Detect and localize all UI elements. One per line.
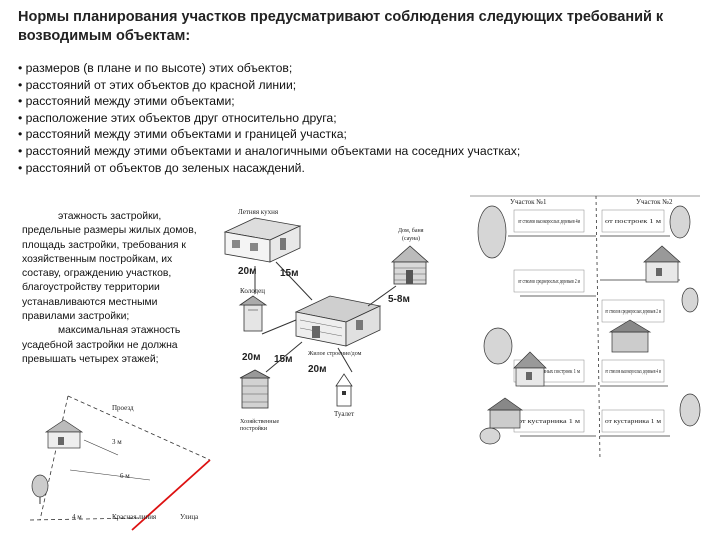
neighbor-plots-diagram: Участок №1 Участок №2 от стволов высокор… bbox=[470, 195, 701, 461]
house-icon bbox=[486, 245, 681, 429]
page-title: Нормы планирования участков предусматрив… bbox=[18, 9, 664, 44]
tree-icon bbox=[477, 205, 701, 445]
requirements-list: • размеров (в плане и по высоте) этих об… bbox=[18, 60, 708, 176]
plot2-label: Участок №2 bbox=[636, 198, 673, 206]
list-item: • расположение этих объектов друг относи… bbox=[18, 110, 337, 125]
left-notes: от стволов высокорослых деревьев 4м от с… bbox=[513, 209, 585, 433]
bathhouse-illustration bbox=[390, 245, 430, 285]
note-text: от построек 1 м bbox=[605, 219, 661, 225]
summer-kitchen-illustration bbox=[223, 217, 302, 263]
note-text: от кустарника 1 м bbox=[518, 419, 580, 425]
toilet-illustration bbox=[335, 373, 353, 407]
outbuilding-label-2: постройки bbox=[240, 425, 268, 432]
bathhouse-label-2: (сауна) bbox=[402, 235, 420, 242]
right-notes: от построек 1 м от стволов среднерослых … bbox=[601, 209, 665, 433]
list-item: • расстояний от объектов до зеленых наса… bbox=[18, 160, 305, 175]
bathhouse-label: Дом, баня bbox=[398, 227, 424, 234]
paragraph-part1: этажность застройки, предельные размеры … bbox=[22, 211, 197, 323]
note-text: от стволов высокорослых деревьев 4 м bbox=[605, 369, 661, 375]
note-text: от стволов высокорослых деревьев 4м bbox=[518, 219, 580, 225]
list-item: • расстояний между этими объектами и ана… bbox=[18, 143, 521, 158]
list-item: • расстояний между этими объектами и гра… bbox=[18, 127, 347, 142]
list-item: • размеров (в плане и по высоте) этих об… bbox=[18, 61, 293, 75]
well-label: Колодец bbox=[240, 287, 265, 295]
distance-label: 20м bbox=[308, 364, 327, 375]
house-label: Жилое строение/дом bbox=[308, 351, 362, 357]
note-text: от хозяйственных построек 1 м bbox=[518, 368, 580, 375]
distance-label: 4 м bbox=[72, 513, 82, 521]
list-item: • расстояний от этих объектов до красной… bbox=[18, 77, 297, 92]
list-item: • расстояний между этими объектами; bbox=[18, 94, 235, 109]
outbuilding-label: Хозяйственные bbox=[240, 418, 279, 425]
street-label: Улица bbox=[180, 513, 199, 521]
note-text: от стволов среднерослых деревьев 2 м bbox=[518, 279, 580, 285]
distance-label: 20м bbox=[242, 352, 261, 363]
distance-label: 15м bbox=[274, 354, 293, 365]
distance-label: 20м bbox=[238, 266, 257, 277]
well-illustration bbox=[238, 295, 268, 332]
distance-label: 5-8м bbox=[388, 294, 410, 305]
summer-kitchen-label: Летняя кухня bbox=[238, 208, 279, 216]
distance-label: 15м bbox=[280, 268, 299, 279]
outbuilding-illustration bbox=[239, 369, 271, 409]
passage-label: Проезд bbox=[112, 404, 134, 412]
distance-label: 3 м bbox=[112, 438, 122, 446]
toilet-label: Туалет bbox=[334, 410, 354, 418]
main-house-illustration bbox=[294, 295, 382, 347]
note-text: от кустарника 1 м bbox=[605, 419, 661, 425]
red-line-label: Красная линия bbox=[112, 513, 157, 521]
distance-arrows bbox=[508, 235, 680, 437]
rules-paragraph: этажность застройки, предельные размеры … bbox=[22, 210, 212, 367]
building-distance-diagram: Летняя кухня Дом, баня (сауна) Колодец bbox=[223, 208, 430, 432]
plot-setback-diagram: Проезд 3 м 6 м 4 м Красная линия Улица bbox=[29, 395, 211, 531]
distance-label: 6 м bbox=[120, 472, 130, 480]
plot1-label: Участок №1 bbox=[510, 198, 547, 206]
distance-arrows bbox=[254, 261, 397, 373]
paragraph-part2: максимальная этажность усадебной застрой… bbox=[22, 325, 181, 365]
note-text: от стволов среднерослых деревьев 2 м bbox=[605, 309, 661, 315]
